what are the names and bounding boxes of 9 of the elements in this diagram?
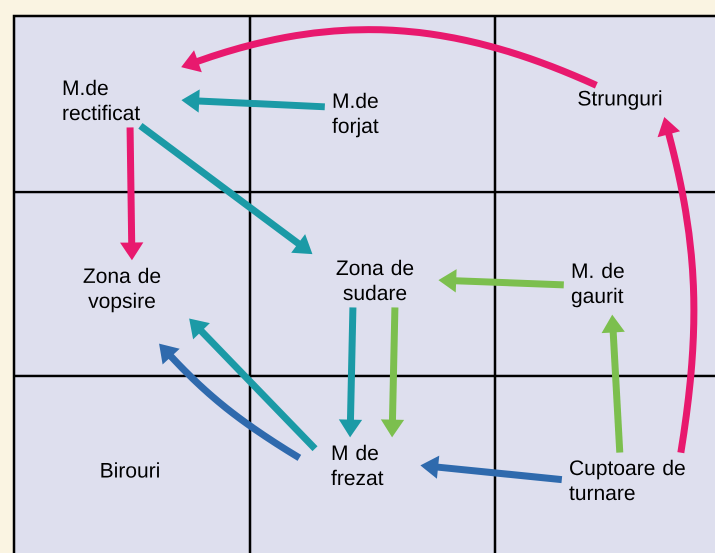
place-label: Zona de vopsire <box>84 268 160 312</box>
place-label: M. de gaurit <box>572 262 624 308</box>
place-label: M.de forjat <box>332 92 379 138</box>
place-label: Strunguri <box>578 90 662 110</box>
place-label: Zona de sudare <box>336 260 414 300</box>
place-label: Birouri <box>101 462 159 478</box>
place-label: Cuptoare de turnare <box>569 460 685 500</box>
place-label: M.de rectificat <box>63 80 140 120</box>
place-label: M de frezat <box>331 444 384 486</box>
